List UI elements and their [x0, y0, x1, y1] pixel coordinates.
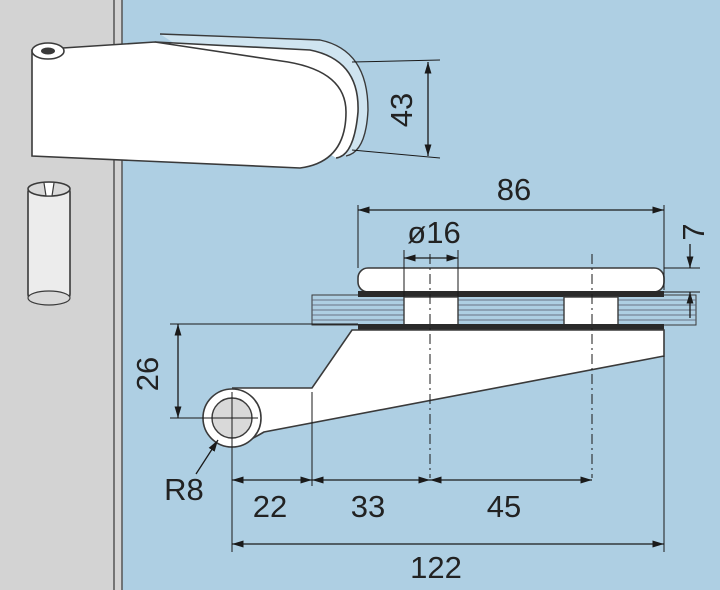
glass-section [311, 294, 697, 326]
clamp-body [31, 41, 347, 169]
dimension-122: 122 [232, 540, 664, 585]
center-lines [206, 254, 593, 478]
dim-label-r8: R8 [164, 472, 204, 507]
dimension-86: 86 [357, 172, 665, 290]
radius-callout: R8 [164, 439, 219, 507]
dim-label-33: 33 [351, 489, 385, 524]
pin-sleeve [27, 181, 71, 306]
dim-label-86: 86 [497, 172, 531, 207]
dim-label-22: 22 [253, 489, 287, 524]
dim-label-7: 7 [676, 223, 711, 240]
dimension-diameter-16: ø16 [403, 215, 461, 297]
dimension-26: 26 [130, 323, 358, 419]
clamp-top-view [31, 33, 369, 169]
dimension-43: 43 [351, 59, 441, 159]
bolt-right [563, 296, 619, 328]
bolt-left [403, 296, 459, 328]
dim-label-43: 43 [384, 93, 419, 127]
bottom-extension-lines [231, 356, 665, 552]
dimension-chain: 22 33 45 [232, 476, 592, 524]
dim-label-26: 26 [130, 357, 165, 391]
dim-label-45: 45 [487, 489, 521, 524]
dim-label-diameter: ø16 [407, 215, 460, 250]
gasket-top [358, 291, 664, 297]
pin-hole-top [41, 47, 55, 55]
dimension-7: 7 [664, 223, 711, 318]
gasket-bottom [358, 324, 664, 330]
dim-label-122: 122 [410, 550, 462, 585]
